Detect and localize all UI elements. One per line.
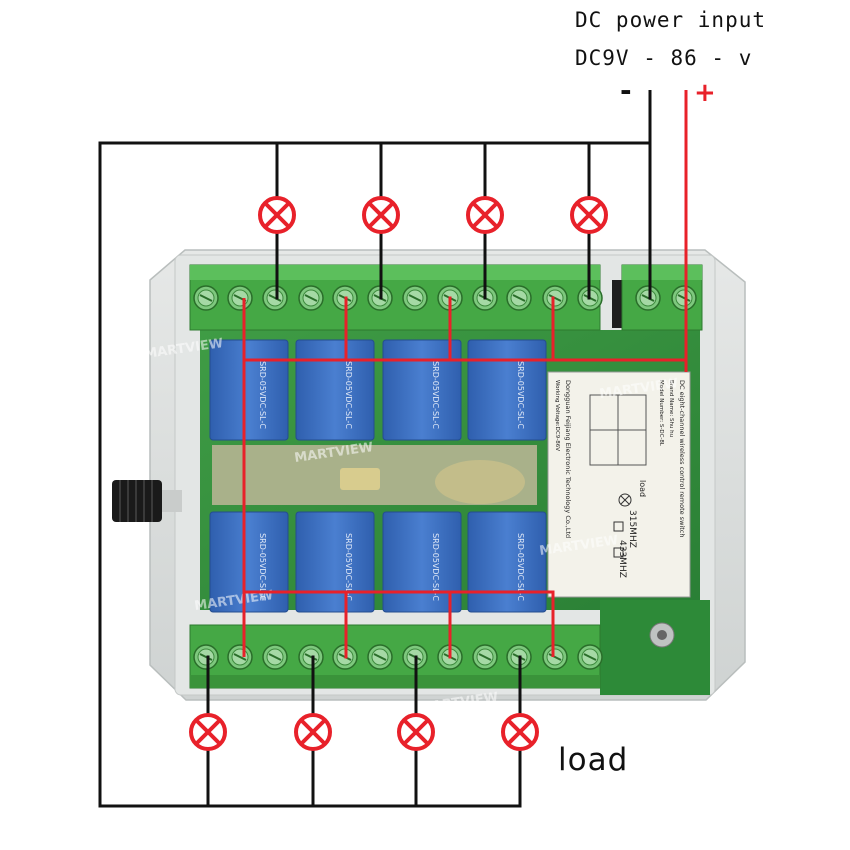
module-label-line: DC eight-channel wireless control remote… [678, 380, 686, 537]
negative-terminal-symbol: - [620, 74, 632, 107]
positive-terminal-symbol: + [694, 78, 716, 108]
module-label-line: Working Voltage:DC9-86V [554, 380, 560, 451]
lamp-icon [362, 196, 400, 234]
module-label-line: load [638, 480, 647, 497]
terminal-screw [506, 285, 532, 311]
terminal-screw [542, 285, 568, 311]
relay-text: SRD-05VDC-SL-C [431, 533, 440, 601]
module-label [547, 371, 691, 598]
lamp-icon [397, 713, 435, 751]
relay-text: SRD-05VDC-SL-C [516, 533, 525, 601]
relay: SRD-05VDC-SL-C [295, 511, 375, 613]
terminal-screw [298, 644, 324, 670]
terminal-screw [635, 285, 661, 311]
load-lamps [189, 196, 608, 751]
lamp-icon [466, 196, 504, 234]
terminal-screw [367, 644, 393, 670]
module-label-line: 315MHZ [627, 510, 637, 548]
terminal-screw [472, 644, 498, 670]
terminal-screw [262, 644, 288, 670]
lamp-icon [189, 713, 227, 751]
antenna [112, 480, 182, 522]
terminal-screw [262, 285, 288, 311]
module-label-line: Dongguan Feijiang Electronic Technology … [564, 380, 572, 538]
power-input-title: DC power input [575, 8, 767, 32]
terminal-screw [193, 285, 219, 311]
relay: SRD-05VDC-SL-C [382, 511, 462, 613]
relay: SRD-05VDC-SL-C [382, 339, 462, 441]
relay-text: SRD-05VDC-SL-C [344, 533, 353, 601]
relay-text: SRD-05VDC-SL-C [258, 533, 267, 601]
wire [98, 90, 652, 808]
lamp-icon [294, 713, 332, 751]
relay: SRD-05VDC-SL-C [295, 339, 375, 441]
power-input-voltage: DC9V - 86 - v [575, 46, 753, 70]
terminal-screw [193, 644, 219, 670]
load-label: load [558, 742, 629, 778]
module-label-line: Brand Name: Shu hu [668, 380, 674, 437]
terminal-screw [577, 644, 603, 670]
module-label-text: DC eight-channel wireless control remote… [554, 380, 686, 578]
relay: SRD-05VDC-SL-C [467, 511, 547, 613]
terminal-screw [402, 285, 428, 311]
module-label-line: Model Number: S-DC-8L [658, 380, 664, 447]
relay-array: SRD-05VDC-SL-C SRD-05VDC-SL-C SRD-05VDC-SL… [209, 339, 547, 613]
terminal-screw [671, 285, 697, 311]
relay: SRD-05VDC-SL-C [209, 339, 289, 441]
lamp-icon [501, 713, 539, 751]
relay: SRD-05VDC-SL-C [467, 339, 547, 441]
relay-text: SRD-05VDC-SL-C [344, 361, 353, 429]
lamp-icon [570, 196, 608, 234]
terminal-screw [542, 644, 568, 670]
wire [242, 90, 688, 362]
terminal-screw [227, 644, 253, 670]
terminal-screw [227, 285, 253, 311]
relay-text: SRD-05VDC-SL-C [516, 361, 525, 429]
terminal-screw [298, 285, 324, 311]
lamp-icon [258, 196, 296, 234]
relay-text: SRD-05VDC-SL-C [431, 361, 440, 429]
module-label-line: 433MHZ [617, 540, 627, 578]
relay: SRD-05VDC-SL-C [209, 511, 289, 613]
relay-text: SRD-05VDC-SL-C [258, 361, 267, 429]
